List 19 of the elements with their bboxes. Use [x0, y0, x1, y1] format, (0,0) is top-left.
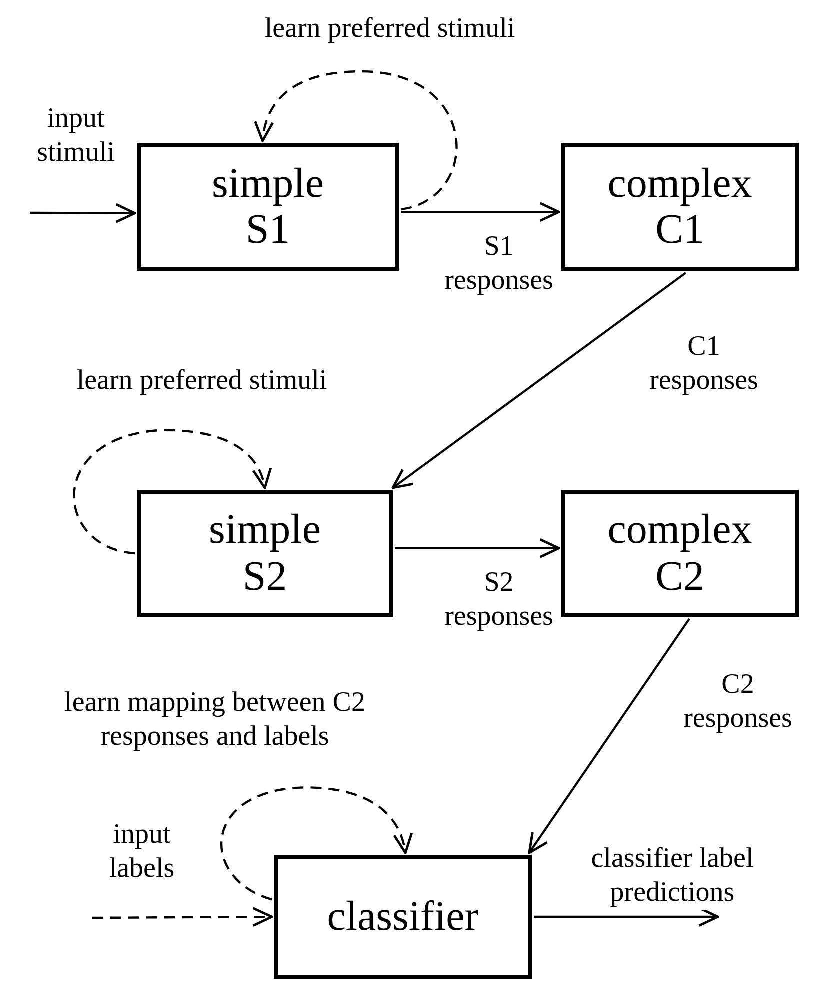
process-box: [137, 143, 399, 271]
arrow: [528, 618, 690, 854]
process-box: [561, 490, 799, 617]
process-box: [137, 490, 393, 617]
process-box: [274, 855, 532, 979]
arrow: [401, 202, 560, 222]
arrow: [92, 907, 274, 928]
feedback-loop-arrow: [73, 429, 271, 555]
process-box: [561, 143, 799, 271]
arrow: [392, 272, 687, 490]
box-label: complex C2: [608, 507, 752, 600]
feedback-loop-arrow: [255, 70, 458, 211]
feedback-loop-arrow: [220, 786, 412, 901]
box-label: simple S1: [212, 160, 324, 254]
box-label: simple S2: [209, 507, 321, 600]
arrow: [30, 203, 136, 224]
box-label: classifier: [327, 894, 479, 940]
box-label: complex C1: [608, 160, 752, 254]
arrow: [395, 538, 560, 558]
